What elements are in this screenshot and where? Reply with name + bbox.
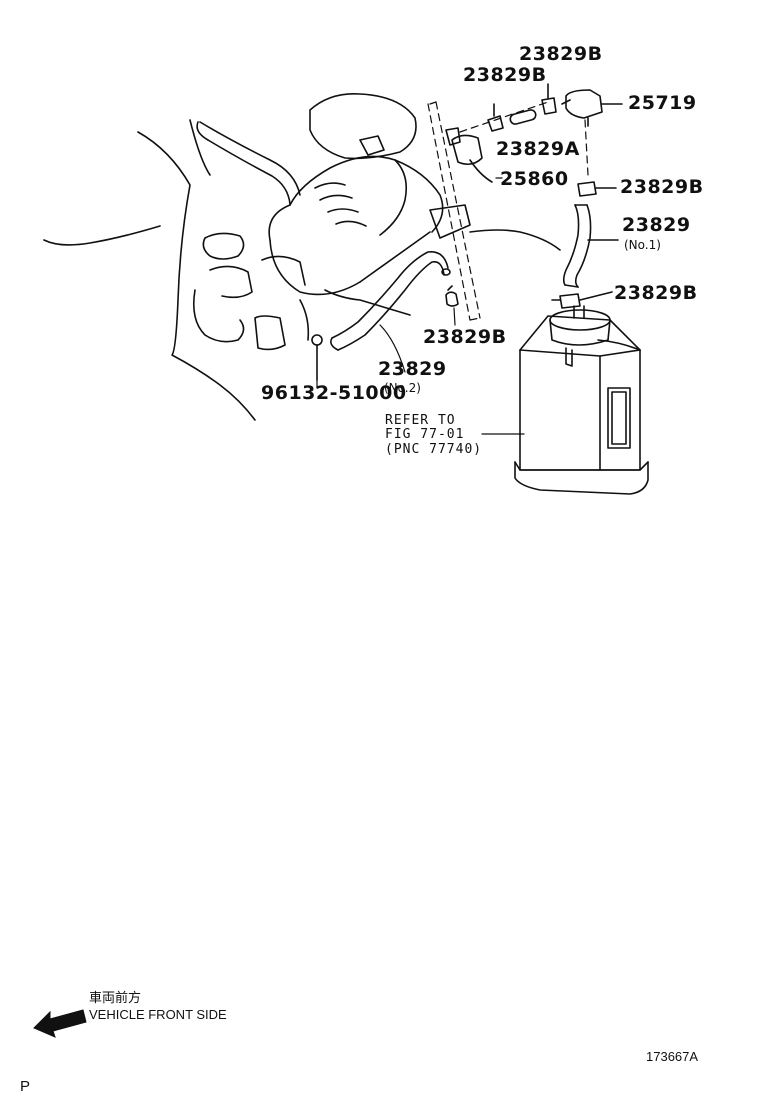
reference-line1: REFER TO [385,413,456,428]
label-23829b-right2: 23829B [614,282,698,304]
clip-23829b-right1 [577,181,617,197]
label-23829-no2-sub: (No.2) [384,381,421,395]
hose-connection [469,229,561,251]
hose-23829a [509,109,537,125]
label-23829a: 23829A [496,138,580,160]
label-23829b-right1: 23829B [620,176,704,198]
label-23829-no2: 23829 [378,358,447,380]
hose-no2 [330,251,451,351]
air-intake-assembly [192,93,471,351]
label-25719: 25719 [628,92,697,114]
label-23829b-mid: 23829B [423,326,507,348]
corner-mark: P [20,1078,31,1095]
clamp-96132 [311,334,323,381]
label-23829b-top: 23829B [519,43,603,65]
vsv-25860 [445,127,493,183]
figure-number: 173667A [646,1049,699,1064]
label-23829b-left: 23829B [463,64,547,86]
orientation-japanese: 車両前方 [89,990,142,1005]
leader-lines [316,177,525,435]
reference-line3: (PNC 77740) [385,442,483,457]
clip-23829b-top [541,83,557,115]
charcoal-canister [514,305,649,495]
dashed-guide-lines [427,101,589,321]
label-96132-51000: 96132-51000 [261,382,407,404]
reference-line2: FIG 77-01 [385,427,465,442]
hose-no1 [562,204,619,288]
orientation-english: VEHICLE FRONT SIDE [89,1007,227,1022]
body-panel-outline [43,119,256,421]
label-23829-no1: 23829 [622,214,691,236]
arrow-left-icon [33,1009,87,1038]
clip-23829b-left [487,103,504,132]
label-25860: 25860 [500,168,569,190]
valve-25719 [561,89,623,127]
label-23829-no1-sub: (No.1) [624,238,661,252]
clip-23829b-right2 [551,291,613,309]
clamp-mid [445,285,459,307]
